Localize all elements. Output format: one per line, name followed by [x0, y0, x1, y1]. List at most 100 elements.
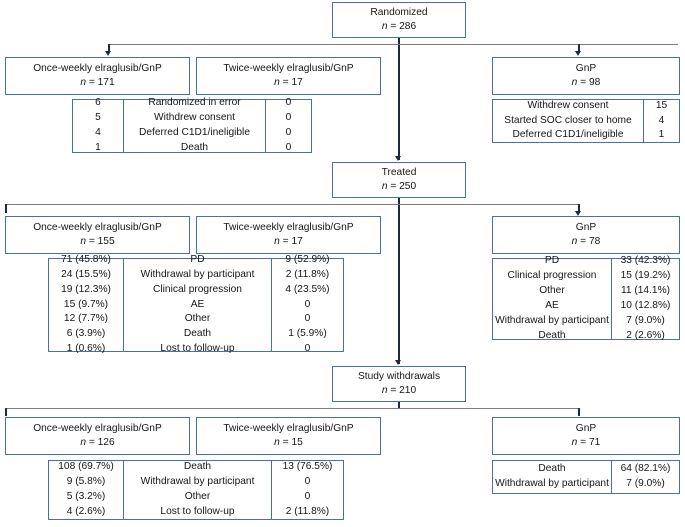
table-cell: AE: [545, 300, 559, 311]
table-cell: 6 (3.9%): [66, 328, 106, 340]
stage2-group-gnp-label: GnP: [575, 221, 597, 233]
table-cell: Withdrew consent: [527, 99, 609, 111]
table-cell: Lost to follow-up: [160, 505, 235, 517]
stage3-withdrawal-table: 108 (69.7%)9 (5.8%)5 (3.2%)4 (2.6%) Deat…: [48, 460, 344, 520]
table-cell: Other: [184, 491, 211, 502]
table-cell: Death: [183, 328, 212, 340]
stage2-group-gnp-count: n = 78: [571, 236, 601, 247]
connector-stage1-bus: [108, 44, 678, 46]
stage2-group-once-weekly-count: n = 155: [80, 236, 115, 247]
connector-stage1-right-arrow: [574, 51, 581, 56]
stage3-group-gnp: GnP n = 71: [492, 417, 680, 455]
table-cell: PD: [544, 255, 560, 267]
table-cell: Withdrawal by participant: [495, 314, 609, 326]
table-cell: 5: [95, 112, 101, 124]
table-cell: 2 (2.6%): [626, 329, 665, 341]
table-cell: 15: [655, 99, 668, 111]
table-cell: Started SOC closer to home: [504, 114, 632, 126]
stage3-table-col-once-weekly: 108 (69.7%)9 (5.8%)5 (3.2%)4 (2.6%): [49, 461, 123, 519]
stage1-group-once-weekly-count: n = 171: [80, 77, 115, 88]
stage1-group-gnp-count: n = 98: [571, 77, 601, 88]
table-cell: 2 (11.8%): [285, 268, 330, 280]
table-cell: 15 (19.2%): [620, 270, 671, 282]
table-cell: Clinical progression: [507, 270, 597, 282]
table-cell: Death: [183, 461, 212, 473]
stage3-group-twice-weekly: Twice-weekly elraglusib/GnP n = 15: [196, 417, 381, 455]
table-cell: 24 (15.5%): [61, 268, 111, 280]
connector-stage3-left-drop: [5, 408, 7, 416]
stage3-group-gnp-count: n = 71: [571, 437, 601, 448]
table-cell: 4: [95, 127, 101, 138]
table-cell: PD: [190, 253, 205, 265]
stage3-group-twice-weekly-label: Twice-weekly elraglusib/GnP: [223, 422, 354, 434]
table-cell: 11 (14.1%): [620, 285, 671, 297]
table-cell: 4 (2.6%): [66, 505, 106, 517]
table-cell: 12 (7.7%): [63, 313, 109, 325]
table-cell: Other: [539, 285, 565, 297]
stage1-group-twice-weekly-count: n = 17: [274, 77, 303, 88]
table-cell: 71 (45.8%): [61, 253, 111, 265]
connector-stage2-bus: [5, 204, 578, 206]
stage1-group-once-weekly-label: Once-weekly elraglusib/GnP: [33, 62, 162, 74]
table-cell: 13 (76.5%): [282, 461, 333, 473]
table-cell: 0: [304, 313, 311, 325]
table-cell: 108 (69.7%): [58, 461, 114, 473]
connector-stage2-left-drop: [5, 204, 7, 213]
node-treated: Treated n = 250: [332, 162, 466, 198]
table-cell: Withdrawal by participant: [140, 476, 255, 488]
table-cell: 0: [285, 127, 292, 138]
table-cell: 7 (9.0%): [626, 478, 665, 489]
table-cell: 1: [95, 141, 101, 153]
table-cell: Death: [538, 463, 566, 475]
table-cell: Deferred C1D1/ineligible: [139, 127, 250, 138]
node-study-withdrawals: Study withdrawals n = 210: [332, 366, 466, 402]
stage3-group-once-weekly-label: Once-weekly elraglusib/GnP: [33, 422, 162, 434]
table-cell: Randomized in error: [148, 97, 241, 109]
connector-stage2-right-arrow: [574, 211, 581, 216]
stage1-group-twice-weekly: Twice-weekly elraglusib/GnP n = 17: [196, 57, 381, 95]
node-treated-count: n = 250: [381, 181, 417, 192]
stage3-group-once-weekly: Once-weekly elraglusib/GnP n = 126: [5, 417, 190, 455]
table-cell: Other: [184, 313, 211, 325]
table-cell: Withdrew consent: [154, 112, 235, 124]
connector-stage3-bus: [5, 408, 578, 410]
table-cell: 0: [285, 141, 292, 153]
table-cell: 6: [95, 97, 101, 109]
stage2-group-once-weekly: Once-weekly elraglusib/GnP n = 155: [5, 216, 190, 254]
table-cell: 4 (23.5%): [285, 283, 330, 295]
table-cell: 33 (42.3%): [620, 255, 671, 267]
table-cell: 1 (0.6%): [66, 343, 106, 355]
table-cell: 0: [304, 491, 311, 502]
table-cell: Withdrawal by participant: [140, 268, 255, 280]
table-cell: Death: [538, 329, 566, 341]
stage2-discontinuation-table: 71 (45.8%)24 (15.5%)19 (12.3%)15 (9.7%)1…: [48, 254, 344, 354]
stage2-group-gnp: GnP n = 78: [492, 216, 680, 254]
table-cell: Death: [180, 141, 209, 153]
node-randomized-count: n = 286: [381, 21, 417, 32]
stage2-group-twice-weekly: Twice-weekly elraglusib/GnP n = 17: [196, 216, 381, 254]
stage3-group-once-weekly-count: n = 126: [80, 437, 115, 448]
connector-withdrawals-arrow: [395, 360, 401, 365]
stage2-group-twice-weekly-count: n = 17: [274, 236, 303, 247]
node-study-withdrawals-count: n = 210: [381, 385, 417, 396]
connector-stage3-right-drop: [578, 408, 580, 416]
table-cell: 10 (12.8%): [620, 300, 671, 311]
table-cell: 0: [285, 112, 292, 124]
table-cell: Lost to follow-up: [160, 343, 235, 355]
connector-treated-arrow: [395, 156, 401, 161]
table-cell: 0: [304, 298, 311, 310]
table-cell: 4: [658, 114, 665, 126]
stage1-table-col-once-weekly: 6 5 4 1: [73, 97, 123, 153]
node-randomized-label: Randomized: [370, 6, 428, 18]
connector-stage1-left-drop: [108, 44, 110, 53]
table-cell: Withdrawal by participant: [495, 478, 609, 489]
